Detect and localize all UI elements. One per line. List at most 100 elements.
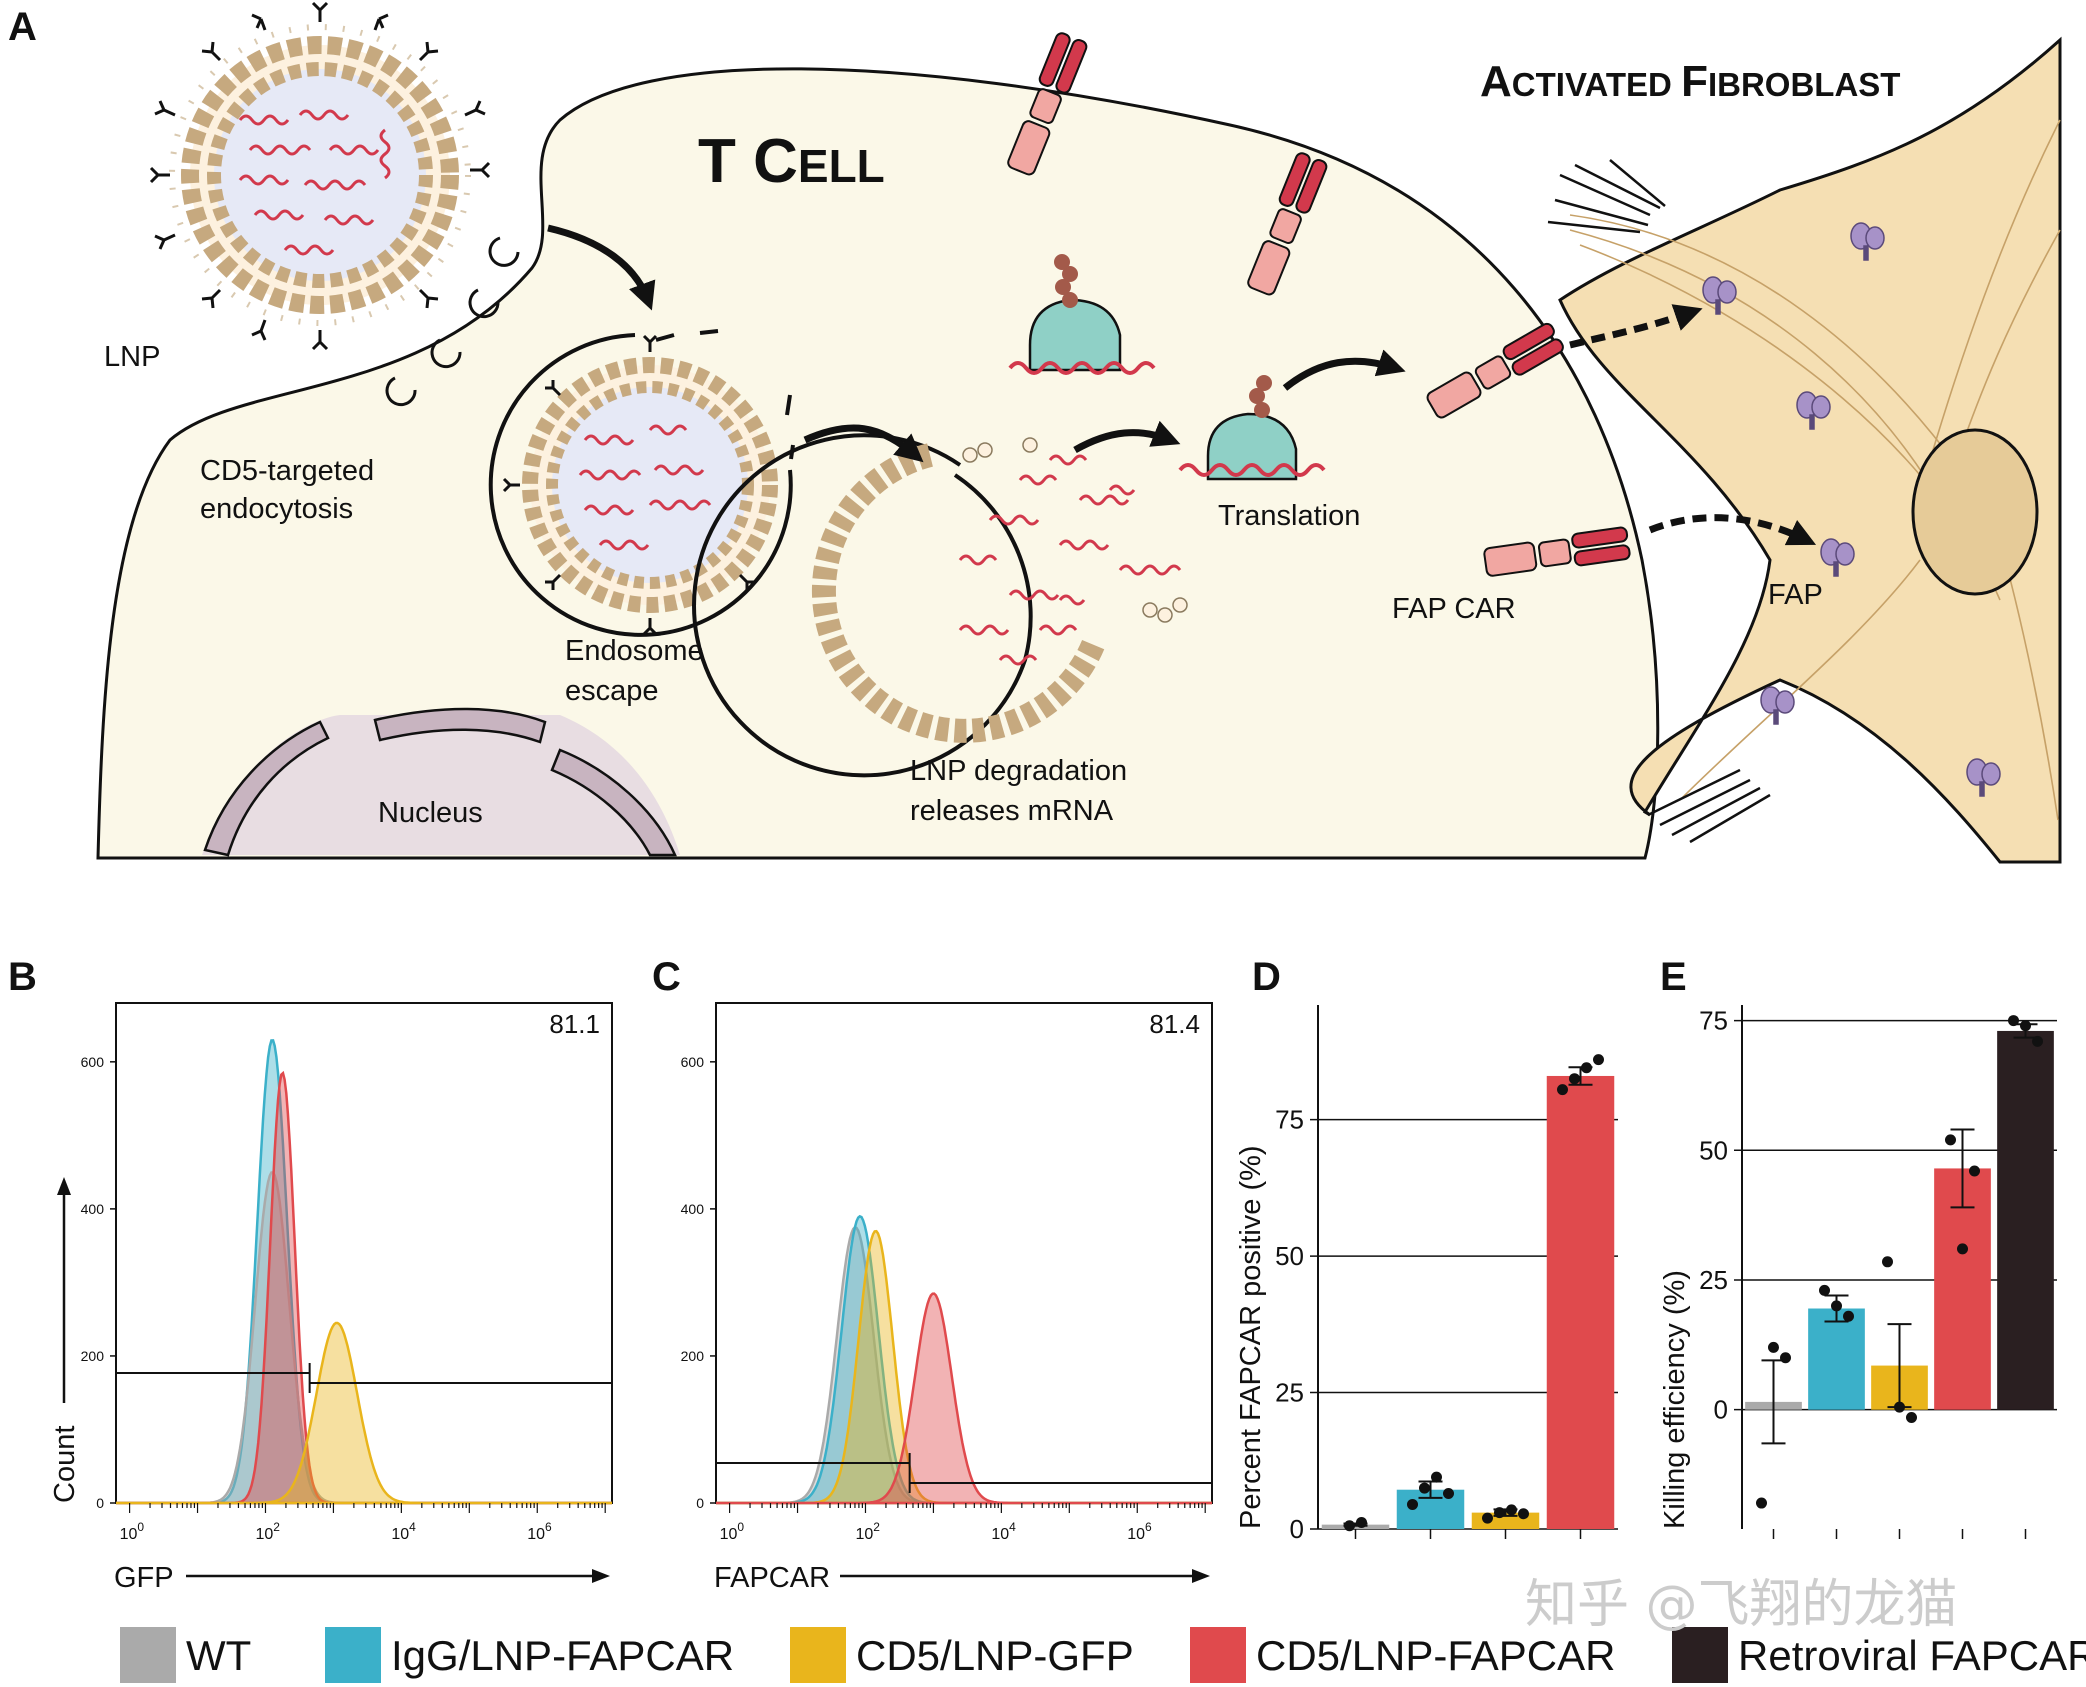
data-point	[1593, 1054, 1604, 1066]
gate-percentage: 81.1	[549, 1009, 600, 1039]
bar-cd5-lnp-fapcar	[1546, 1075, 1615, 1529]
legend-swatch-cd5-lnp-fapcar	[1190, 1627, 1246, 1683]
cd5-label-line2: endocytosis	[200, 493, 353, 525]
data-point	[1906, 1411, 1917, 1423]
fibroblast-nucleus	[1911, 428, 2039, 596]
endosome-label-line1: Endosome	[565, 635, 704, 667]
x-tick-label: 100	[720, 1520, 745, 1543]
x-tick-label: 100	[120, 1520, 145, 1543]
x-axis-arrowhead	[592, 1569, 610, 1583]
data-point	[1882, 1256, 1893, 1268]
fap-car-label: FAP CAR	[1392, 593, 1516, 625]
process-arrows	[547, 224, 1817, 546]
translation-label: Translation	[1218, 500, 1360, 532]
legend-swatch-wt	[120, 1627, 176, 1683]
lnp-particle	[149, 1, 491, 351]
panel-label-d: D	[1252, 955, 1281, 999]
ribosome-1	[1008, 254, 1156, 375]
endosome-label-line2: escape	[565, 675, 659, 707]
data-point	[2032, 1035, 2043, 1047]
fap-proteins	[1702, 222, 2001, 797]
data-point	[1768, 1341, 1779, 1353]
y-tick-label: 400	[681, 1201, 705, 1217]
x-axis-arrowhead	[1192, 1569, 1210, 1583]
schematic-panel: A ACTIVATED FIBROBLAST	[8, 1, 2062, 864]
data-point	[1356, 1516, 1367, 1528]
cd5-label-line1: CD5-targeted	[200, 455, 374, 487]
data-point	[1831, 1300, 1842, 1312]
data-point	[1506, 1504, 1517, 1516]
legend: WT IgG/LNP-FAPCAR CD5/LNP-GFP CD5/LNP-FAPCA…	[120, 1627, 2086, 1683]
lnp-label: LNP	[104, 341, 160, 373]
y-tick-label: 0	[1714, 1395, 1728, 1425]
watermark: 知乎 @飞翔的龙猫	[1525, 1575, 1958, 1635]
bar-wt	[1321, 1524, 1390, 1529]
y-tick-label: 25	[1699, 1265, 1728, 1295]
y-tick-label: 25	[1275, 1378, 1304, 1408]
data-point	[1557, 1084, 1568, 1096]
panel-label-e: E	[1660, 955, 1687, 999]
data-point	[1581, 1062, 1592, 1074]
y-tick-label: 200	[81, 1348, 105, 1364]
data-point	[1482, 1512, 1493, 1524]
lnp-antibodies	[149, 1, 491, 351]
data-point	[1957, 1243, 1968, 1255]
membrane-receptors	[385, 236, 520, 407]
y-tick-label: 50	[1275, 1241, 1304, 1271]
y-tick-label: 400	[81, 1201, 105, 1217]
bar-retroviral-fapcar	[1997, 1030, 2054, 1410]
legend-swatch-igg-lnp-fapcar	[325, 1627, 381, 1683]
y-axis-label: Killing efficiency (%)	[1659, 1270, 1691, 1529]
y-tick-label: 0	[1290, 1514, 1304, 1544]
bar-igg-lnp-fapcar	[1808, 1308, 1865, 1410]
t-cell-title: T CELL	[698, 127, 885, 196]
fap-label: FAP	[1768, 579, 1823, 611]
legend-label-cd5-lnp-fapcar: CD5/LNP-FAPCAR	[1256, 1632, 1615, 1679]
nucleus-label: Nucleus	[378, 797, 483, 829]
x-tick-label: 104	[391, 1520, 416, 1543]
y-axis-arrowhead	[57, 1177, 71, 1195]
y-axis-label: Count	[49, 1426, 81, 1503]
data-point	[1407, 1498, 1418, 1510]
data-point	[1518, 1508, 1529, 1520]
nuclear-envelope	[203, 707, 677, 857]
degradation-label-line2: releases mRNA	[910, 795, 1114, 827]
x-tick-label: 102	[255, 1520, 280, 1543]
ribosome-2	[1178, 375, 1326, 481]
panel-label-b: B	[8, 955, 37, 999]
x-axis-label: FAPCAR	[714, 1562, 830, 1594]
y-tick-label: 0	[96, 1495, 104, 1511]
data-point	[1431, 1471, 1442, 1483]
plot-frame	[715, 1002, 1213, 1504]
x-tick-label: 102	[855, 1520, 880, 1543]
legend-swatch-cd5-lnp-gfp	[790, 1627, 846, 1683]
data-point	[1344, 1520, 1355, 1532]
legend-label-cd5-lnp-gfp: CD5/LNP-GFP	[856, 1632, 1134, 1679]
y-tick-label: 75	[1699, 1006, 1728, 1036]
filopodia-top	[1547, 159, 1666, 234]
data-point	[1494, 1507, 1505, 1519]
data-point	[1945, 1134, 1956, 1146]
x-tick-label: 106	[1127, 1520, 1152, 1543]
legend-label-retroviral-fapcar: Retroviral FAPCAR	[1738, 1632, 2086, 1679]
data-point	[1819, 1284, 1830, 1296]
panel-label-c: C	[652, 955, 681, 999]
degrading-endosome	[692, 433, 1188, 778]
data-point	[1969, 1165, 1980, 1177]
y-tick-label: 0	[696, 1495, 704, 1511]
legend-label-igg-lnp-fapcar: IgG/LNP-FAPCAR	[391, 1632, 734, 1679]
y-tick-label: 600	[81, 1054, 105, 1070]
x-tick-label: 104	[991, 1520, 1016, 1543]
fibroblast-title: ACTIVATED FIBROBLAST	[1480, 57, 1900, 106]
legend-label-wt: WT	[186, 1632, 251, 1679]
data-point	[2008, 1015, 2019, 1027]
x-tick-label: 106	[527, 1520, 552, 1543]
endosome	[488, 329, 795, 637]
data-point	[1843, 1310, 1854, 1322]
data-point	[1780, 1352, 1791, 1364]
data-point	[1419, 1482, 1430, 1494]
